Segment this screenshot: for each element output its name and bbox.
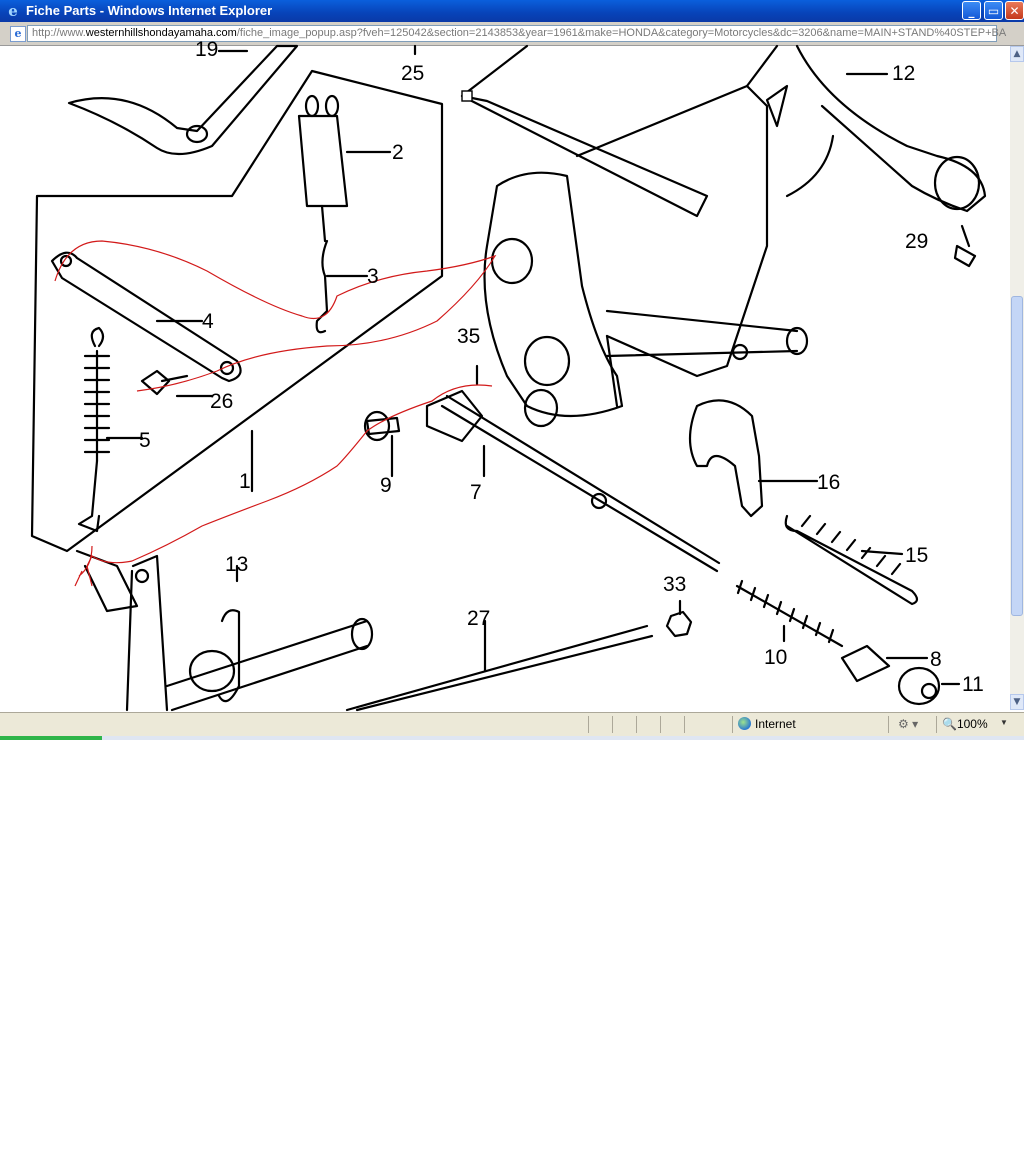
spring-10 xyxy=(735,584,844,648)
zoom-icon: 🔍 xyxy=(942,717,957,731)
page-load-progress-fill xyxy=(0,736,103,740)
callout-25: 25 xyxy=(401,62,424,85)
url-prefix: http://www. xyxy=(32,27,86,39)
ie-icon: e xyxy=(8,2,18,20)
page-viewport: 19 25 12 2 3 29 4 35 26 5 1 9 7 16 15 13… xyxy=(7,38,1010,712)
globe-icon xyxy=(738,717,751,730)
callout-29: 29 xyxy=(905,230,928,253)
callout-26: 26 xyxy=(210,390,233,413)
page-icon: e xyxy=(10,26,26,42)
vertical-scrollbar[interactable]: ▲ ▼ xyxy=(1010,46,1024,710)
callout-4: 4 xyxy=(202,310,214,333)
zoom-dropdown-icon[interactable]: ▼ xyxy=(1000,718,1008,727)
callout-8: 8 xyxy=(930,648,942,671)
lever-12 xyxy=(795,44,987,213)
window-title: Fiche Parts - Windows Internet Explorer xyxy=(26,3,273,18)
callout-9: 9 xyxy=(380,474,392,497)
callout-12: 12 xyxy=(892,62,915,85)
callout-1: 1 xyxy=(239,470,251,493)
callout-2: 2 xyxy=(392,141,404,164)
bar-19 xyxy=(67,44,299,156)
callout-13: 13 xyxy=(225,553,248,576)
callout-15: 15 xyxy=(905,544,928,567)
callout-7: 7 xyxy=(470,481,482,504)
callout-16: 16 xyxy=(817,471,840,494)
protected-mode-icon[interactable]: ⚙ ▾ xyxy=(898,717,919,731)
callout-19: 19 xyxy=(195,38,218,61)
zoom-level[interactable]: 🔍100% xyxy=(942,717,988,731)
stand-body xyxy=(483,171,624,418)
callout-5: 5 xyxy=(139,429,151,452)
scroll-thumb[interactable] xyxy=(1011,296,1023,616)
url-field[interactable]: http://www.westernhillshondayamaha.com/f… xyxy=(27,25,1006,42)
axle xyxy=(165,619,369,712)
callout-3: 3 xyxy=(367,265,379,288)
zone-label: Internet xyxy=(755,717,796,731)
red-annotation-1 xyxy=(54,240,497,392)
plate-4 xyxy=(50,251,242,383)
parts-diagram: 19 25 12 2 3 29 4 35 26 5 1 9 7 16 15 13… xyxy=(30,38,987,712)
rod-7 xyxy=(440,394,721,573)
callout-10: 10 xyxy=(764,646,787,669)
shaft-27 xyxy=(345,624,654,712)
url-path: /fiche_image_popup.asp?fveh=125042&secti… xyxy=(236,27,1007,39)
collar-8 xyxy=(840,644,891,683)
address-bar: e http://www.westernhillshondayamaha.com… xyxy=(0,22,1024,46)
scroll-down-icon[interactable]: ▼ xyxy=(1010,694,1024,710)
callout-33: 33 xyxy=(663,573,686,596)
title-bar[interactable]: e Fiche Parts - Windows Internet Explore… xyxy=(0,0,1024,22)
scroll-up-icon[interactable]: ▲ xyxy=(1010,46,1024,62)
frame-bracket xyxy=(460,44,709,218)
page-load-progress xyxy=(0,736,1024,740)
spring-15 xyxy=(784,514,919,606)
stopper-16 xyxy=(688,399,764,518)
restore-button[interactable]: ▭ xyxy=(984,1,1003,20)
callout-35: 35 xyxy=(457,325,480,348)
close-button[interactable]: ✕ xyxy=(1005,1,1024,20)
url-domain: westernhillshondayamaha.com xyxy=(85,27,237,39)
switch-2 xyxy=(297,114,349,208)
status-bar: Internet ⚙ ▾ 🔍100% ▼ xyxy=(0,712,1024,736)
minimize-button[interactable]: _ xyxy=(962,1,981,20)
bracket-1 xyxy=(30,69,444,553)
red-annotation-2 xyxy=(86,384,493,587)
browser-window: e Fiche Parts - Windows Internet Explore… xyxy=(0,0,1024,740)
red-annotation-3 xyxy=(74,545,93,587)
zoom-label: 100% xyxy=(956,717,988,731)
callout-27: 27 xyxy=(467,607,490,630)
callout-11: 11 xyxy=(962,673,984,696)
security-zone[interactable]: Internet xyxy=(738,717,796,731)
